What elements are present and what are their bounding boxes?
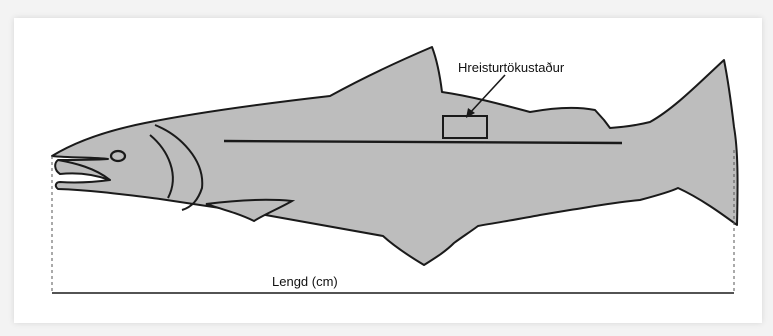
length-label: Lengd (cm) [272, 274, 338, 289]
fish-body [52, 47, 738, 265]
fish-eye [111, 151, 125, 161]
scale-sample-label: Hreisturtökustaður [458, 60, 565, 75]
